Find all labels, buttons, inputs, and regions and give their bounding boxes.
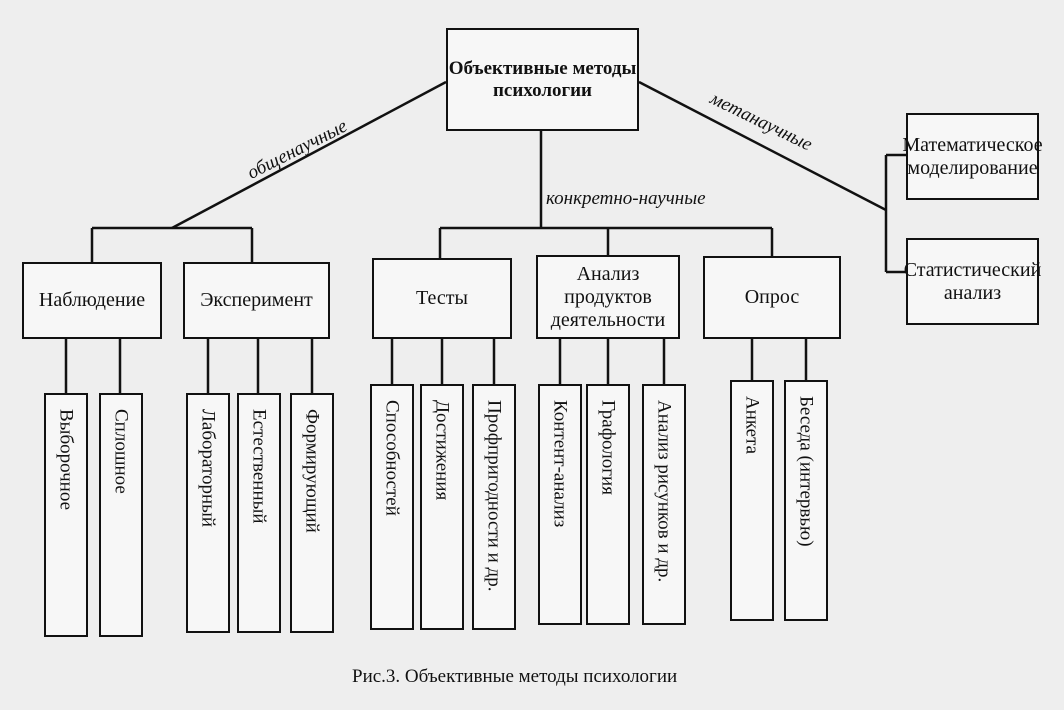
method-label: Беседа (интервью) [795,396,817,547]
method-label: Графология [597,400,619,495]
meta-method-statistics: Статистический анализ [904,238,1041,325]
category-observation: Наблюдение [22,262,162,339]
method-box: Сплошное [99,393,143,637]
method-label: Выборочное [55,409,77,511]
figure-caption: Рис.3. Объективные методы психологии [352,666,678,687]
method-box: Естественный [237,393,281,633]
method-label: Профпригодности и др. [483,400,505,592]
method-box: Формирующий [290,393,334,633]
method-label: Лабораторный [197,409,219,528]
category-activity-analysis: Анализ продуктов деятельности [536,255,680,339]
method-box: Анкета [730,380,774,621]
edge-label-concrete: конкретно-научные [546,188,706,209]
method-box: Беседа (интервью) [784,380,828,621]
method-box: Выборочное [44,393,88,637]
root-node: Объективные методы психологии [446,28,639,131]
method-label: Естественный [248,409,270,524]
method-label: Способностей [381,400,403,516]
method-label: Анкета [741,396,763,455]
category-survey: Опрос [703,256,841,339]
method-box: Достижения [420,384,464,630]
method-box: Способностей [370,384,414,630]
category-experiment: Эксперимент [183,262,330,339]
method-box: Анализ рисунков и др. [642,384,686,625]
method-box: Лабораторный [186,393,230,633]
method-label: Сплошное [110,409,132,494]
category-tests: Тесты [372,258,512,339]
method-box: Графология [586,384,630,625]
method-label: Формирующий [301,409,323,533]
method-label: Анализ рисунков и др. [653,400,675,583]
method-label: Достижения [431,400,453,501]
method-box: Профпригодности и др. [472,384,516,630]
method-box: Контент-анализ [538,384,582,625]
meta-method-modeling: Математическое моделирование [902,113,1043,200]
method-label: Контент-анализ [549,400,571,528]
